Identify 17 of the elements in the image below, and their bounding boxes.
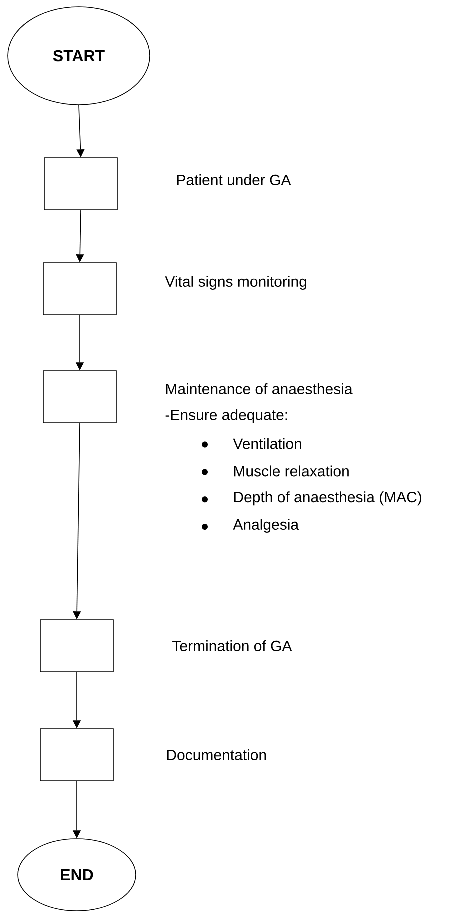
process-box [43,370,117,424]
bullet-item: Analgesia [233,519,300,533]
bullet-item: Ventilation [233,438,302,450]
bullet-item: Muscle relaxation [234,466,349,477]
terminal-oval: END [18,838,136,912]
process-box [40,620,114,672]
step-label: Documentation [167,750,266,760]
step-label: Patient under GA [177,174,292,186]
process-box [40,728,114,782]
process-box [43,262,117,316]
bullet-item: Depth of anaesthesia (MAC) [234,492,422,506]
step-note: -Ensure adequate: [166,409,288,424]
step-label: Maintenance of anaesthesia [166,384,353,394]
terminal-oval: START [8,6,150,106]
step-label: Vital signs monitoring [165,276,306,290]
step-label: Termination of GA [172,640,292,652]
process-box [44,158,118,210]
